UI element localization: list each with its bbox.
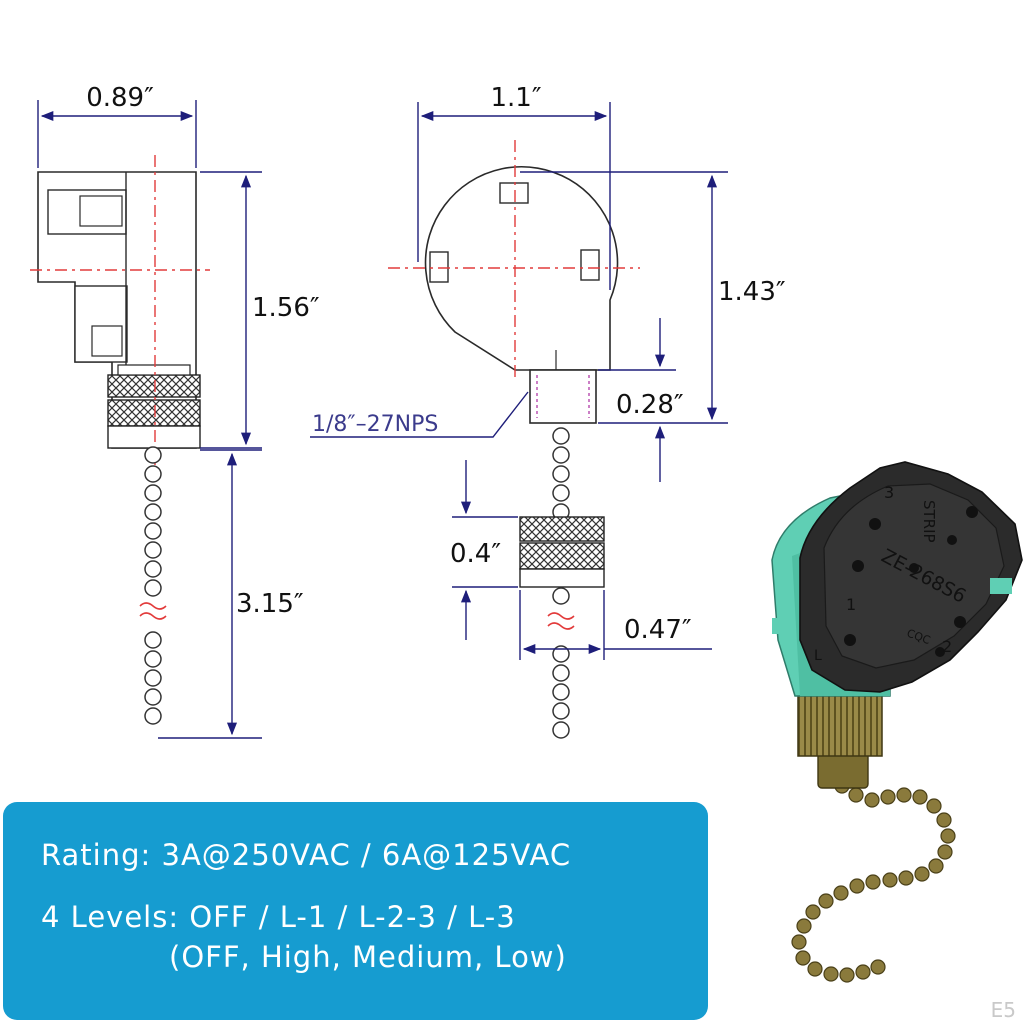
side-view: 0.89″ 1.56″ 3.15″ xyxy=(30,83,320,739)
spec-panel: Rating: 3A@250VAC / 6A@125VAC 4 Levels: … xyxy=(3,802,708,1020)
front-width-label: 1.1″ xyxy=(490,83,541,113)
switch-photo: ZE-268S6 STRIP CQC L 1 2 3 xyxy=(771,461,1023,983)
terminal-l: L xyxy=(814,648,822,664)
terminal-3: 3 xyxy=(884,483,894,502)
rating-text: Rating: 3A@250VAC / 6A@125VAC xyxy=(41,838,572,872)
brass-chain xyxy=(791,778,956,983)
chain-length-label: 3.15″ xyxy=(236,589,304,619)
front-chain-upper xyxy=(552,427,570,521)
terminal-2: 2 xyxy=(942,637,952,656)
terminal-1: 1 xyxy=(846,595,856,614)
thread-height-label: 0.28″ xyxy=(616,390,684,420)
side-chain xyxy=(144,446,162,725)
thread-spec-label: 1/8″–27NPS xyxy=(312,412,438,437)
knob-width-label: 0.47″ xyxy=(624,615,692,645)
levels-note-text: (OFF, High, Medium, Low) xyxy=(169,940,567,974)
levels-text: 4 Levels: OFF / L-1 / L-2-3 / L-3 xyxy=(41,900,516,934)
front-height-label: 1.43″ xyxy=(718,277,786,307)
watermark: E5 xyxy=(990,998,1016,1022)
strip-label: STRIP xyxy=(920,500,938,543)
knob-height-label: 0.4″ xyxy=(450,539,501,569)
side-width-label: 0.89″ xyxy=(86,83,154,113)
front-view: 1.1″ 1.43″ 0.28″ 1/8″–27NPS 0.4″ 0.47″ xyxy=(310,83,786,739)
front-chain-lower xyxy=(552,587,570,739)
side-height-label: 1.56″ xyxy=(252,293,320,323)
